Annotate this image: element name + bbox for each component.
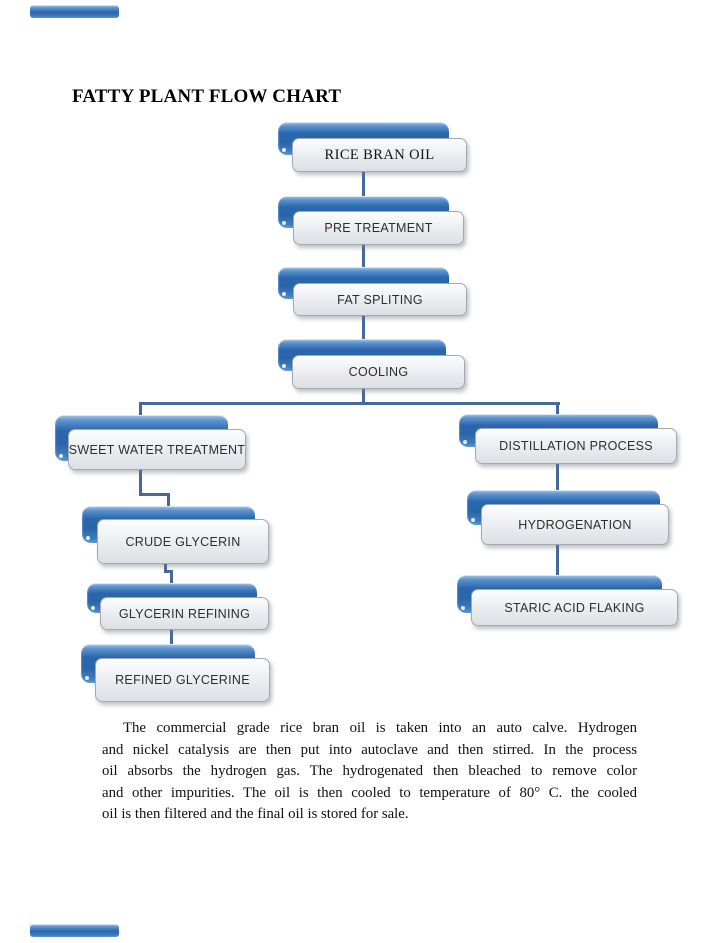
connector-line <box>170 626 173 646</box>
connector-line <box>139 493 170 496</box>
node-label: COOLING <box>292 355 465 389</box>
body-paragraph: The commercial grade rice bran oil is ta… <box>102 718 637 826</box>
connector-line <box>362 312 365 341</box>
node-label: PRE TREATMENT <box>293 211 464 245</box>
paragraph-line: oil is then filtered and the final oil i… <box>102 806 409 823</box>
connector-line <box>362 384 365 404</box>
connector-line <box>556 402 559 416</box>
node-label: GLYCERIN REFINING <box>100 597 269 630</box>
connector-line <box>164 560 167 573</box>
node-label: HYDROGENATION <box>481 504 669 545</box>
paragraph-line: oil absorbs the hydrogen gas. The hydrog… <box>102 763 637 780</box>
paragraph-line: The commercial grade rice bran oil is ta… <box>123 720 637 736</box>
connector-line <box>164 570 173 573</box>
connector-line <box>556 460 559 492</box>
connector-line <box>362 165 365 198</box>
node-label: STARIC ACID FLAKING <box>471 589 678 626</box>
page-bleed-bar-bottom <box>30 924 119 937</box>
connector-line <box>167 493 170 508</box>
connector-line <box>170 570 173 585</box>
node-label: RICE BRAN OIL <box>292 138 467 172</box>
node-label: REFINED GLYCERINE <box>95 658 270 702</box>
connector-line <box>362 240 365 270</box>
paragraph-line: and nickel catalysis are then put into a… <box>102 741 637 758</box>
node-label: FAT SPLITING <box>293 283 467 316</box>
node-label: CRUDE GLYCERIN <box>97 519 269 564</box>
connector-branch-line <box>139 402 560 405</box>
connector-line <box>139 402 142 417</box>
node-label: DISTILLATION PROCESS <box>475 428 677 464</box>
page-bleed-bar-top <box>30 5 119 18</box>
paragraph-line: and other impurities. The oil is then co… <box>102 784 637 801</box>
connector-line <box>556 541 559 577</box>
node-label: SWEET WATER TREATMENT <box>68 429 246 470</box>
page-title: FATTY PLANT FLOW CHART <box>72 86 342 107</box>
connector-line <box>139 465 142 496</box>
